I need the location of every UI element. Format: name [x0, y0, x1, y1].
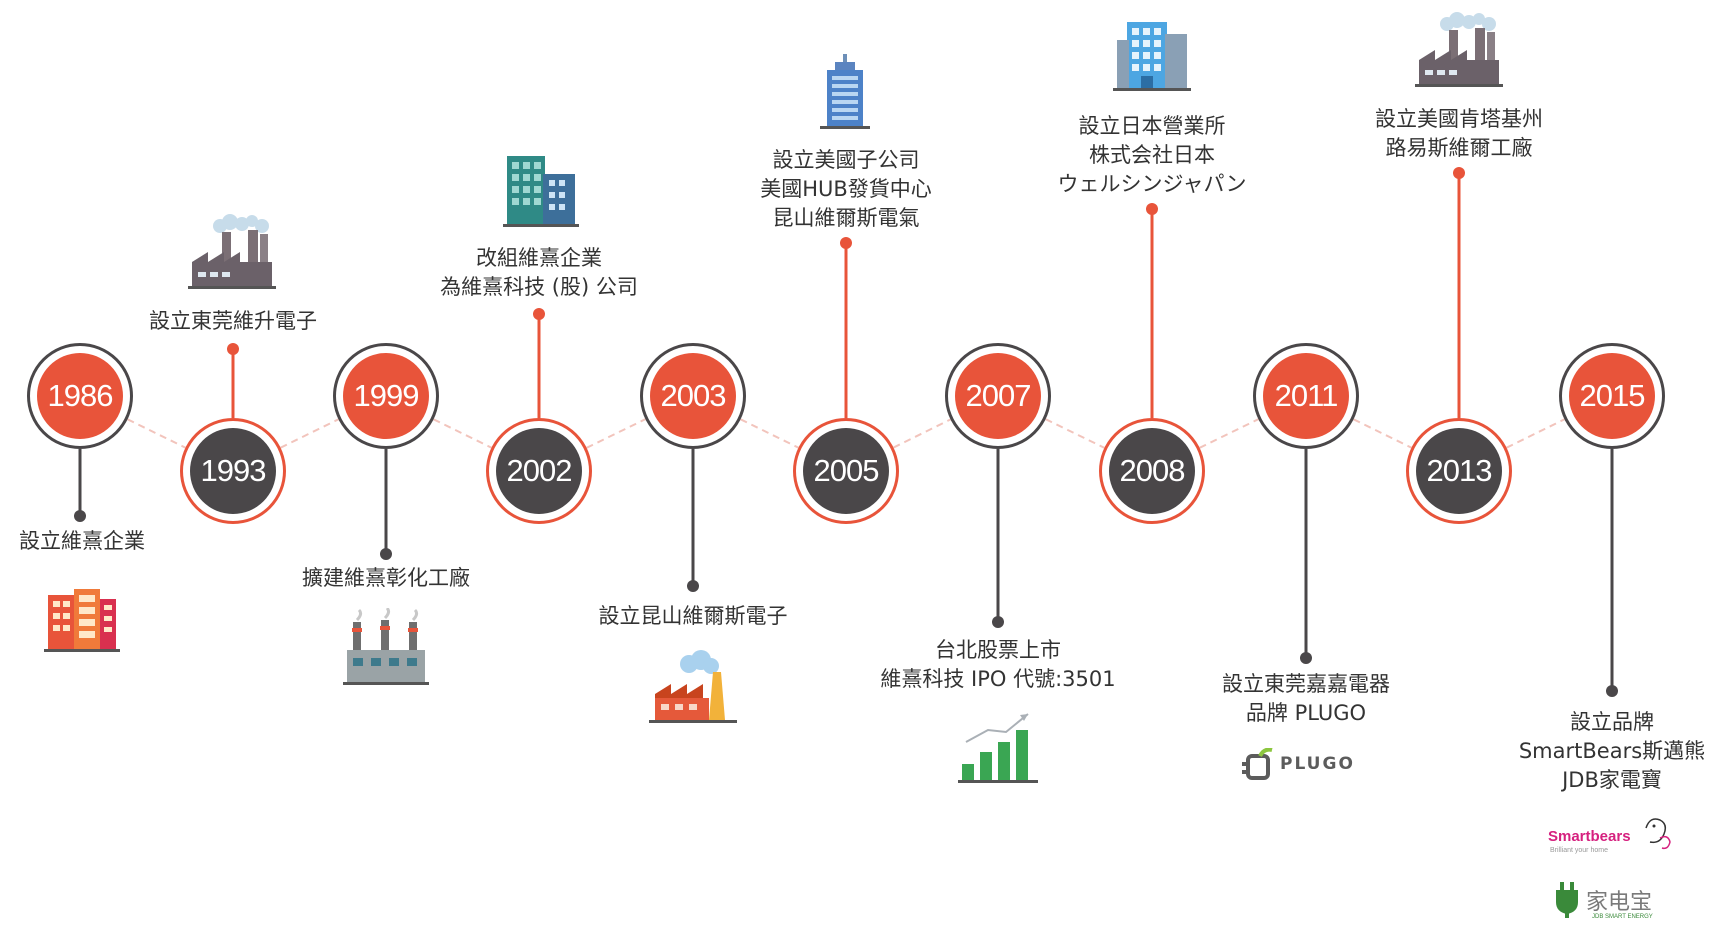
factory-icon — [188, 214, 276, 289]
plugo-logo: PLUGO — [1240, 746, 1380, 786]
label-1986-line-1: 設立維熹企業 — [19, 529, 145, 553]
label-1993-line-1: 設立東莞維升電子 — [149, 309, 317, 333]
plug-icon — [1242, 748, 1273, 780]
label-2013: 設立美國肯塔基州 路易斯維爾工廠 — [1375, 105, 1543, 163]
label-2015-line-3: JDB家電寶 — [1562, 768, 1662, 792]
year-2008: 2008 — [1109, 428, 1195, 514]
label-2008-line-3: ウェルシンジャパン — [1057, 172, 1247, 196]
label-2007: 台北股票上市 維熹科技 IPO 代號:3501 — [880, 636, 1115, 694]
year-2011: 2011 — [1263, 353, 1349, 439]
year-1986: 1986 — [37, 353, 123, 439]
connector-2002-2003 — [586, 418, 646, 449]
factory-smoke-icon — [649, 650, 737, 723]
label-1999: 擴建維熹彰化工廠 — [302, 564, 470, 593]
stem-dot-2002 — [533, 308, 545, 320]
smartbears-logo: Smartbears Brilliant your home — [1548, 814, 1678, 862]
stem-dot-2008 — [1146, 203, 1158, 215]
smartbears-wordmark: Smartbears — [1548, 828, 1631, 845]
label-1993: 設立東莞維升電子 — [149, 307, 317, 336]
label-2005: 設立美國子公司 美國HUB發貨中心 昆山維爾斯電氣 — [760, 146, 932, 233]
jdb-tagline: JDB SMART ENERGY — [1592, 914, 1653, 920]
label-2002: 改組維熹企業 為維熹科技 (股) 公司 — [440, 244, 638, 302]
connector-1986-1993 — [127, 418, 186, 449]
bear-mascot-icon — [1645, 818, 1671, 850]
jdb-logo: 家电宝 JDB SMART ENERGY — [1552, 880, 1682, 924]
stem-dot-2011 — [1300, 652, 1312, 664]
year-2003: 2003 — [650, 353, 736, 439]
factory-icon — [1415, 12, 1503, 87]
year-2007: 2007 — [955, 353, 1041, 439]
connector-2011-2013 — [1353, 418, 1412, 449]
label-2008-line-2: 株式会社日本 — [1089, 143, 1215, 167]
year-2015: 2015 — [1569, 353, 1655, 439]
label-2013-line-1: 設立美國肯塔基州 — [1375, 107, 1543, 131]
label-2002-line-2: 為維熹科技 (股) 公司 — [440, 275, 638, 299]
stem-dot-1993 — [227, 343, 239, 355]
year-2002: 2002 — [496, 428, 582, 514]
label-1999-line-1: 擴建維熹彰化工廠 — [302, 566, 470, 590]
stem-dot-2013 — [1453, 167, 1465, 179]
label-2005-line-2: 美國HUB發貨中心 — [760, 177, 932, 201]
skyscraper-icon — [820, 54, 870, 129]
office-block-icon — [1113, 22, 1191, 91]
smartbears-tagline: Brilliant your home — [1550, 847, 1608, 854]
connector-2008-2011 — [1199, 418, 1259, 449]
stem-dot-2015 — [1606, 685, 1618, 697]
label-2008: 設立日本營業所 株式会社日本 ウェルシンジャパン — [1058, 112, 1247, 199]
connector-2005-2007 — [893, 418, 951, 449]
stem-dot-2007 — [992, 616, 1004, 628]
label-2015-line-2: SmartBears斯邁熊 — [1518, 739, 1706, 763]
connector-1993-1999 — [280, 418, 339, 449]
office-tower-icon — [503, 156, 579, 227]
office-building-icon — [44, 589, 120, 652]
label-2003: 設立昆山維爾斯電子 — [599, 602, 788, 631]
stem-dot-1999 — [380, 548, 392, 560]
year-2005: 2005 — [803, 428, 889, 514]
connector-2003-2005 — [740, 418, 799, 449]
plugo-wordmark: PLUGO — [1280, 754, 1355, 774]
year-1999: 1999 — [343, 353, 429, 439]
connector-2007-2008 — [1045, 418, 1105, 449]
jdb-wordmark: 家电宝 — [1586, 890, 1653, 915]
label-2002-line-1: 改組維熹企業 — [476, 246, 602, 270]
label-2007-line-1: 台北股票上市 — [934, 638, 1061, 662]
year-2013: 2013 — [1416, 428, 1502, 514]
factory-chimneys-icon — [343, 608, 429, 685]
stem-dot-2005 — [840, 237, 852, 249]
growth-chart-icon — [958, 713, 1038, 783]
label-2011: 設立東莞嘉嘉電器 品牌 PLUGO — [1222, 670, 1390, 728]
plug-leaf-icon — [1556, 882, 1578, 918]
label-2007-line-2: 維熹科技 IPO 代號:3501 — [880, 667, 1116, 691]
label-2013-line-2: 路易斯維爾工廠 — [1385, 136, 1533, 160]
stem-dot-2003 — [687, 580, 699, 592]
connector-1999-2002 — [433, 418, 492, 449]
label-2003-line-1: 設立昆山維爾斯電子 — [598, 604, 788, 628]
label-2005-line-1: 設立美國子公司 — [772, 148, 920, 172]
connector-2013-2015 — [1506, 418, 1565, 449]
label-1986: 設立維熹企業 — [19, 527, 145, 556]
label-2015: 設立品牌 SmartBears斯邁熊 JDB家電寶 — [1519, 708, 1705, 795]
label-2008-line-1: 設立日本營業所 — [1078, 114, 1226, 138]
label-2015-line-1: 設立品牌 — [1569, 710, 1654, 734]
label-2011-line-1: 設立東莞嘉嘉電器 — [1222, 672, 1390, 696]
label-2011-line-2: 品牌 PLUGO — [1245, 701, 1367, 725]
year-1993: 1993 — [190, 428, 276, 514]
stem-dot-1986 — [74, 510, 86, 522]
label-2005-line-3: 昆山維爾斯電氣 — [772, 206, 920, 230]
